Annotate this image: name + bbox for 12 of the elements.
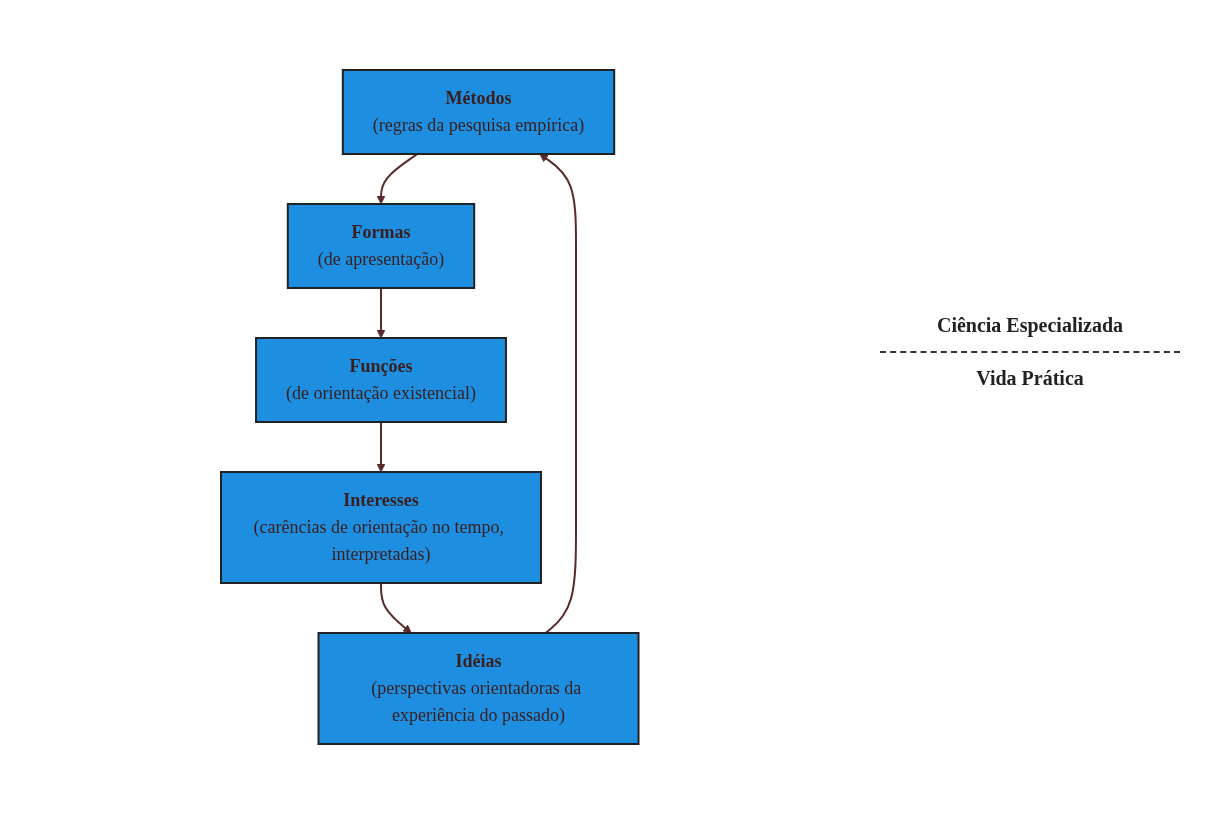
arrow: [376, 421, 386, 473]
node-box: Interesses (carências de orientação no tempo, interpretadas): [220, 471, 543, 584]
node-box: Formas (de apresentação): [287, 203, 476, 289]
section-label: Vida Prática: [975, 367, 1085, 390]
arrow: [380, 582, 412, 634]
arrow: [539, 153, 578, 634]
section-label: Ciência Especializada: [935, 314, 1125, 337]
arrow: [376, 287, 386, 339]
node-box: Métodos (regras da pesquisa empírica): [342, 69, 616, 155]
node-box: Idéias (perspectivas orientadoras da experiência do passado): [317, 632, 640, 745]
arrow: [376, 153, 419, 205]
node-box: Funções (de orientação existencial): [255, 337, 508, 423]
